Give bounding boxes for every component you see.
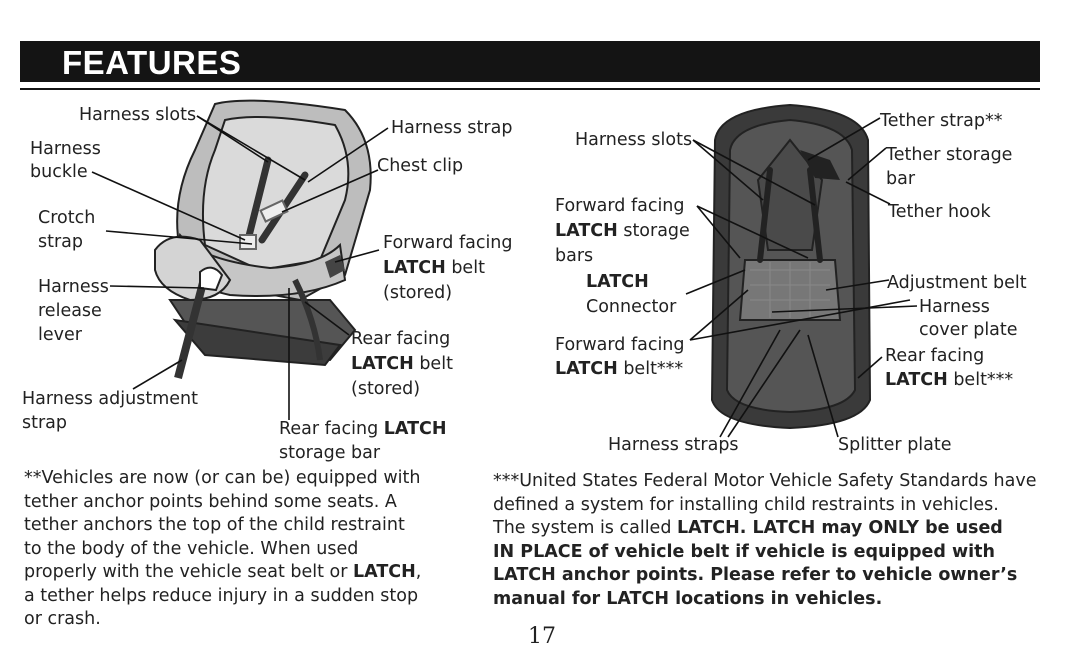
label-rear-storage-2: storage bar <box>279 443 381 463</box>
page-number: 17 <box>528 624 556 649</box>
label-r-tether-hook: Tether hook <box>888 202 991 222</box>
page-title: FEATURES <box>62 44 242 81</box>
label-r-harness-straps: Harness straps <box>608 435 739 455</box>
label-release-1: Harness <box>38 277 109 297</box>
tether-footnote: **Vehicles are now (or can be) equipped … <box>24 468 422 629</box>
label-release-3: lever <box>38 325 82 345</box>
label-r-fwd-storage-1: Forward facing <box>555 196 685 216</box>
label-fwd-latch-belt-3: (stored) <box>383 283 453 303</box>
label-r-connector-1: LATCH <box>586 272 649 292</box>
label-r-harness-slots: Harness slots <box>575 130 693 150</box>
label-harness-buckle-2: buckle <box>30 162 88 182</box>
label-r-fwd-belt-1: Forward facing <box>555 335 685 355</box>
label-r-tether-strap: Tether strap** <box>880 111 1003 131</box>
label-r-tether-storage-2: bar <box>886 169 916 189</box>
label-harness-buckle-1: Harness <box>30 139 101 159</box>
label-adjust-strap-1: Harness adjustment <box>22 389 198 409</box>
label-rear-latch-belt-1: Rear facing <box>351 329 451 349</box>
label-r-rear-belt-1: Rear facing <box>885 346 985 366</box>
latch-footnote: ***United States Federal Motor Vehicle S… <box>493 471 1037 609</box>
label-adjust-strap-2: strap <box>22 413 68 433</box>
label-fwd-latch-belt-1: Forward facing <box>383 233 513 253</box>
label-r-adjustment-belt: Adjustment belt <box>887 273 1027 293</box>
label-r-rear-belt-2: LATCH belt*** <box>885 370 1014 390</box>
label-rear-latch-belt-3: (stored) <box>351 379 421 399</box>
label-r-cover-plate-2: cover plate <box>919 320 1018 340</box>
label-r-fwd-belt-2: LATCH belt*** <box>555 359 684 379</box>
label-r-fwd-storage-3: bars <box>555 246 594 266</box>
label-harness-slots: Harness slots <box>79 105 197 125</box>
label-crotch-strap-2: strap <box>38 232 84 252</box>
label-r-cover-plate-1: Harness <box>919 297 990 317</box>
label-harness-strap: Harness strap <box>391 118 513 138</box>
label-fwd-latch-belt-2: LATCH belt <box>383 258 485 278</box>
label-r-tether-storage-1: Tether storage <box>886 145 1013 165</box>
label-r-fwd-storage-2: LATCH storage <box>555 221 690 241</box>
label-release-2: release <box>38 301 102 321</box>
label-r-splitter-plate: Splitter plate <box>838 435 952 455</box>
title-rule <box>20 88 1040 90</box>
label-rear-latch-belt-2: LATCH belt <box>351 354 453 374</box>
label-r-connector-2: Connector <box>586 297 677 317</box>
label-rear-storage-1: Rear facing LATCH <box>279 419 447 439</box>
label-crotch-strap-1: Crotch <box>38 208 96 228</box>
label-chest-clip: Chest clip <box>377 156 464 176</box>
features-banner: FEATURES <box>20 41 1040 82</box>
